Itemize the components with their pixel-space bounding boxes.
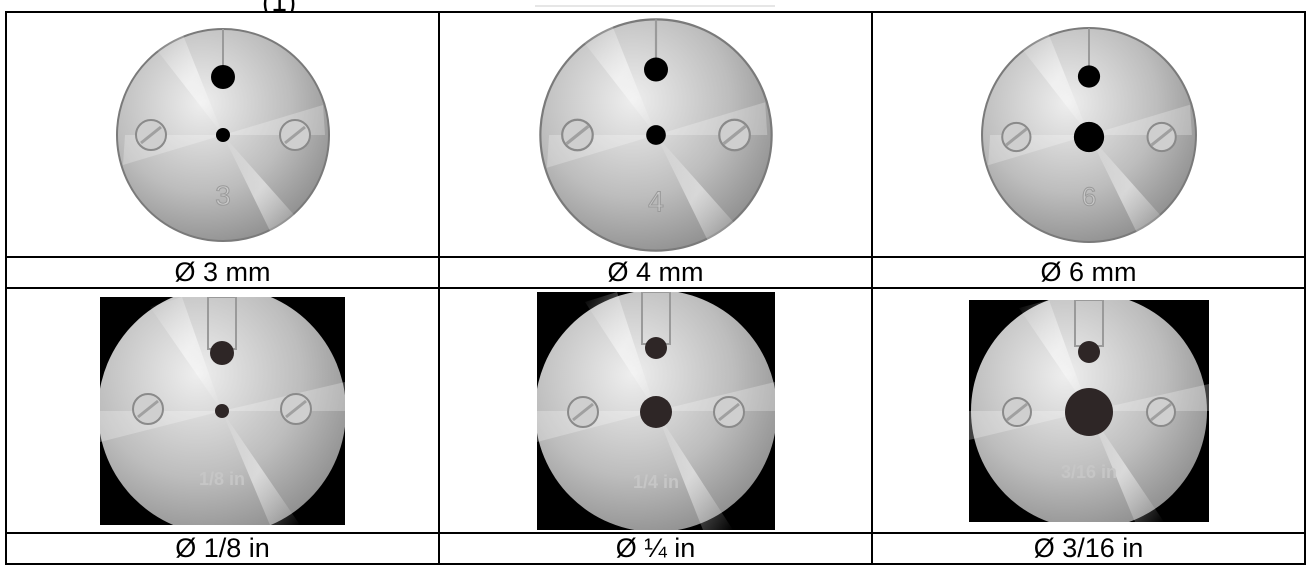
clipped-rule bbox=[535, 5, 775, 7]
aperture-disc-graphic: 1/4 in bbox=[536, 291, 775, 530]
disc-engraving: 6 bbox=[1081, 181, 1096, 211]
caption-cell: Ø 6 mm bbox=[871, 256, 1306, 289]
disc-engraving: 1/4 in bbox=[632, 472, 678, 492]
metric-label-row: Ø 3 mm Ø 4 mm Ø 6 mm bbox=[5, 256, 1306, 289]
inch-image-cell: 1/8 in bbox=[5, 287, 440, 534]
aperture-disc-image: 1/4 in bbox=[536, 291, 775, 530]
metric-image-cell: 6 bbox=[871, 11, 1306, 258]
aperture-disc-graphic: 4 bbox=[538, 17, 773, 252]
caption-cell: Ø 4 mm bbox=[438, 256, 873, 289]
caption-cell: Ø 1/8 in bbox=[5, 532, 440, 565]
aperture-caption: Ø 3 mm bbox=[174, 257, 271, 287]
inch-image-row: 1/8 in bbox=[5, 287, 1306, 534]
caption-cell: Ø 3 mm bbox=[5, 256, 440, 289]
aperture-caption: Ø 4 mm bbox=[607, 257, 704, 287]
inch-image-cell: 3/16 in bbox=[871, 287, 1306, 534]
clipped-heading-text: (1) bbox=[262, 0, 296, 12]
clipped-heading: (1) bbox=[0, 0, 1310, 12]
aperture-caption: Ø ¼ in bbox=[615, 533, 696, 563]
aperture-table: 3 bbox=[5, 11, 1306, 565]
aperture-caption: Ø 3/16 in bbox=[1033, 533, 1144, 563]
disc-engraving: 4 bbox=[648, 186, 664, 218]
metric-image-cell: 4 bbox=[438, 11, 873, 258]
inch-label-row: Ø 1/8 in Ø ¼ in Ø 3/16 in bbox=[5, 532, 1306, 565]
aperture-disc-image: 6 bbox=[978, 24, 1200, 246]
aperture-caption: Ø 1/8 in bbox=[175, 533, 270, 563]
caption-cell: Ø ¼ in bbox=[438, 532, 873, 565]
inch-image-cell: 1/4 in bbox=[438, 287, 873, 534]
aperture-disc-image: 3 bbox=[113, 25, 333, 245]
disc-engraving: 1/8 in bbox=[199, 469, 245, 489]
disc-engraving: 3 bbox=[215, 180, 231, 211]
aperture-disc-graphic: 6 bbox=[980, 26, 1197, 243]
aperture-disc-image: 4 bbox=[536, 15, 776, 255]
aperture-disc-image: 3/16 in bbox=[968, 299, 1209, 522]
aperture-disc-graphic: 3/16 in bbox=[968, 299, 1209, 522]
disc-engraving: 3/16 in bbox=[1060, 462, 1116, 482]
caption-cell: Ø 3/16 in bbox=[871, 532, 1306, 565]
metric-image-row: 3 bbox=[5, 11, 1306, 258]
aperture-disc-image: 1/8 in bbox=[100, 296, 345, 525]
aperture-disc-graphic: 1/8 in bbox=[100, 296, 345, 525]
aperture-disc-graphic: 3 bbox=[115, 27, 330, 242]
aperture-caption: Ø 6 mm bbox=[1040, 257, 1137, 287]
metric-image-cell: 3 bbox=[5, 11, 440, 258]
